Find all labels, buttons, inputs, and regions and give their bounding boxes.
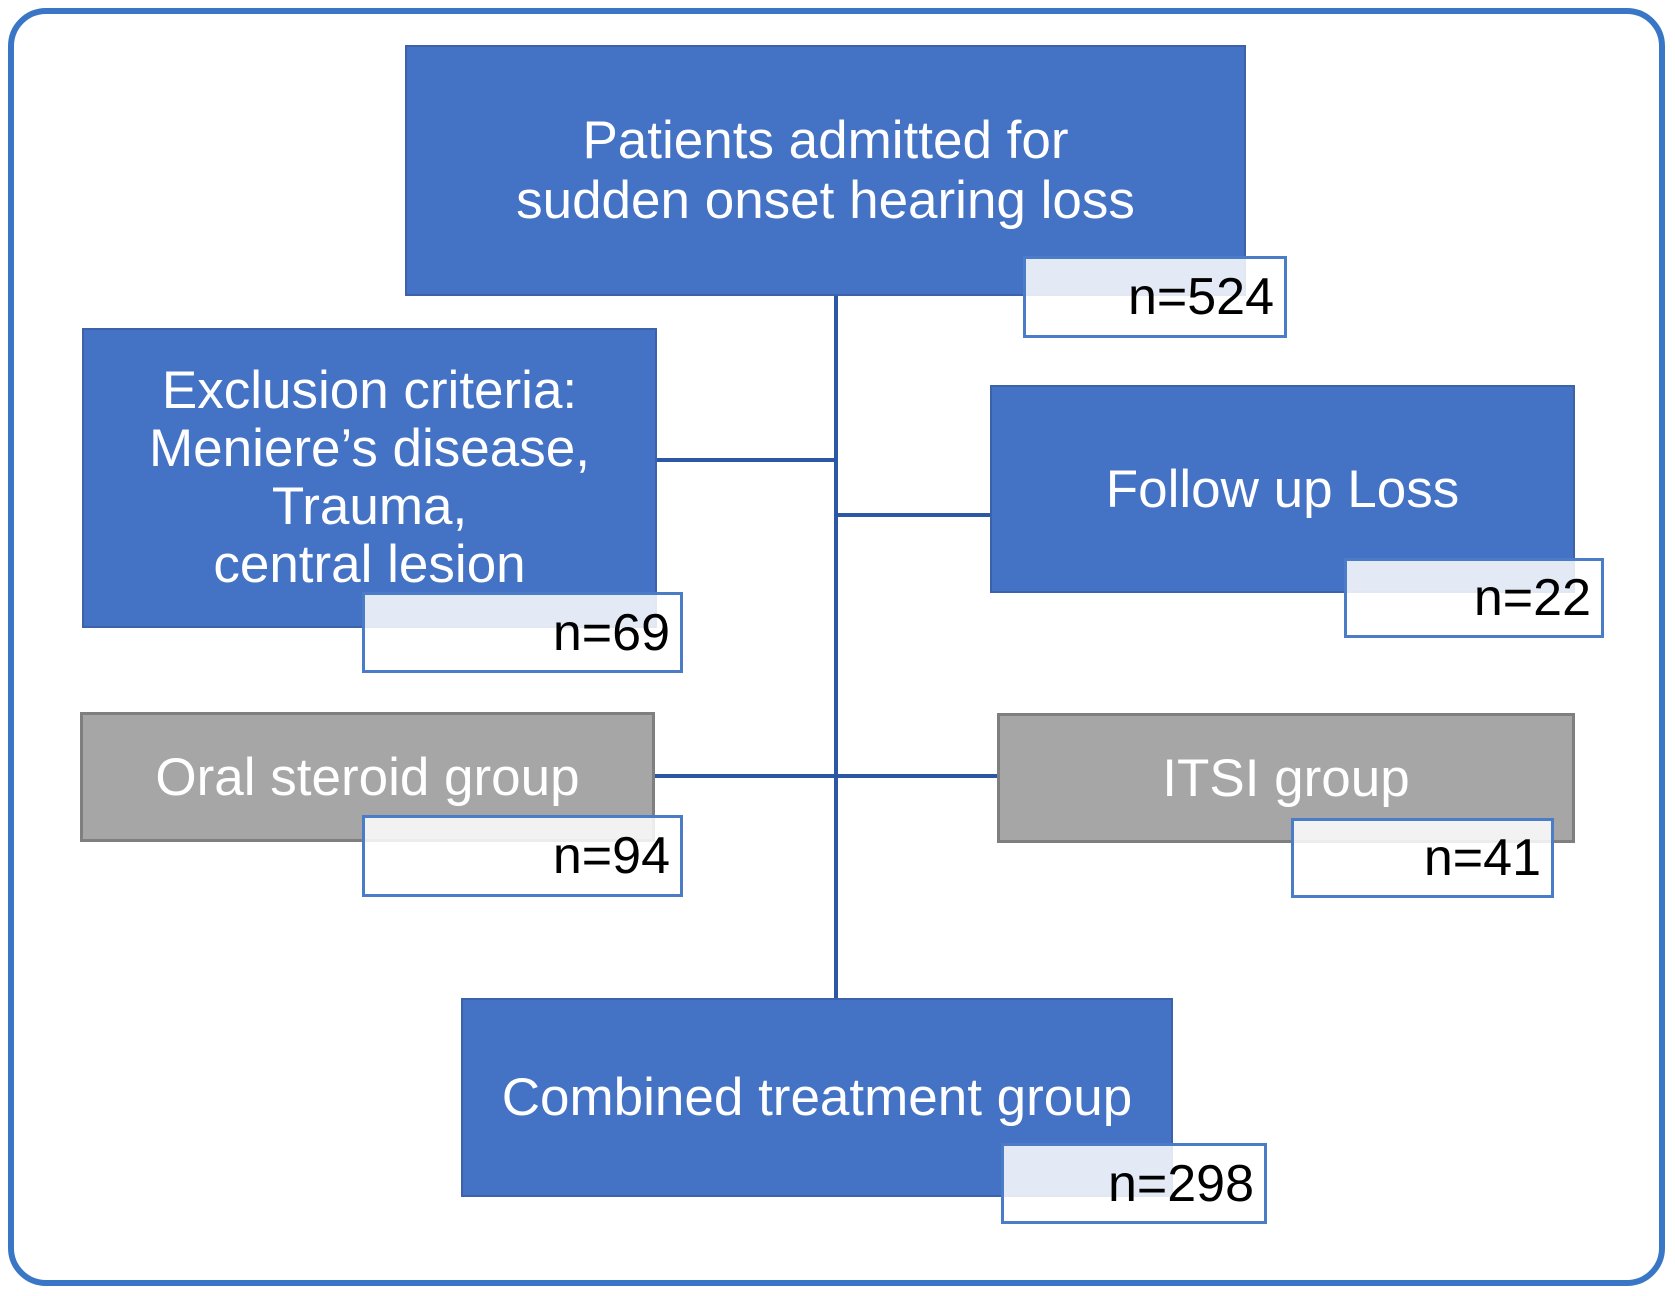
- connector-treatment-groups: [655, 774, 999, 778]
- count-badge-admitted: n=524: [1023, 256, 1287, 338]
- box-patients-admitted: Patients admitted for sudden onset heari…: [405, 45, 1246, 296]
- count-badge-followup: n=22: [1344, 558, 1604, 638]
- box-exclusion-criteria: Exclusion criteria: Meniere’s disease, T…: [82, 328, 657, 628]
- count-badge-oral-steroid: n=94: [362, 815, 683, 897]
- box-exclusion-line3: Trauma,: [271, 477, 468, 536]
- count-badge-combined: n=298: [1001, 1143, 1267, 1224]
- box-exclusion-line2: Meniere’s disease,: [149, 419, 590, 478]
- count-badge-exclusion: n=69: [362, 592, 683, 673]
- box-followup-loss-label: Follow up Loss: [1105, 459, 1460, 519]
- box-combined-treatment-label: Combined treatment group: [501, 1068, 1133, 1127]
- outer-frame: [8, 8, 1665, 1286]
- connector-to-exclusion: [654, 458, 836, 462]
- box-itsi-group-label: ITSI group: [1162, 748, 1410, 808]
- connector-vertical-main: [834, 296, 838, 998]
- box-itsi-group: ITSI group: [997, 713, 1575, 843]
- box-exclusion-line4: central lesion: [213, 535, 526, 594]
- box-exclusion-line1: Exclusion criteria:: [161, 361, 578, 420]
- connector-to-followup-loss: [836, 513, 992, 517]
- box-patients-admitted-line1: Patients admitted for: [582, 110, 1069, 170]
- box-patients-admitted-line2: sudden onset hearing loss: [516, 170, 1135, 230]
- count-badge-itsi: n=41: [1291, 818, 1554, 898]
- box-followup-loss: Follow up Loss: [990, 385, 1575, 593]
- box-oral-steroid-label: Oral steroid group: [155, 747, 580, 807]
